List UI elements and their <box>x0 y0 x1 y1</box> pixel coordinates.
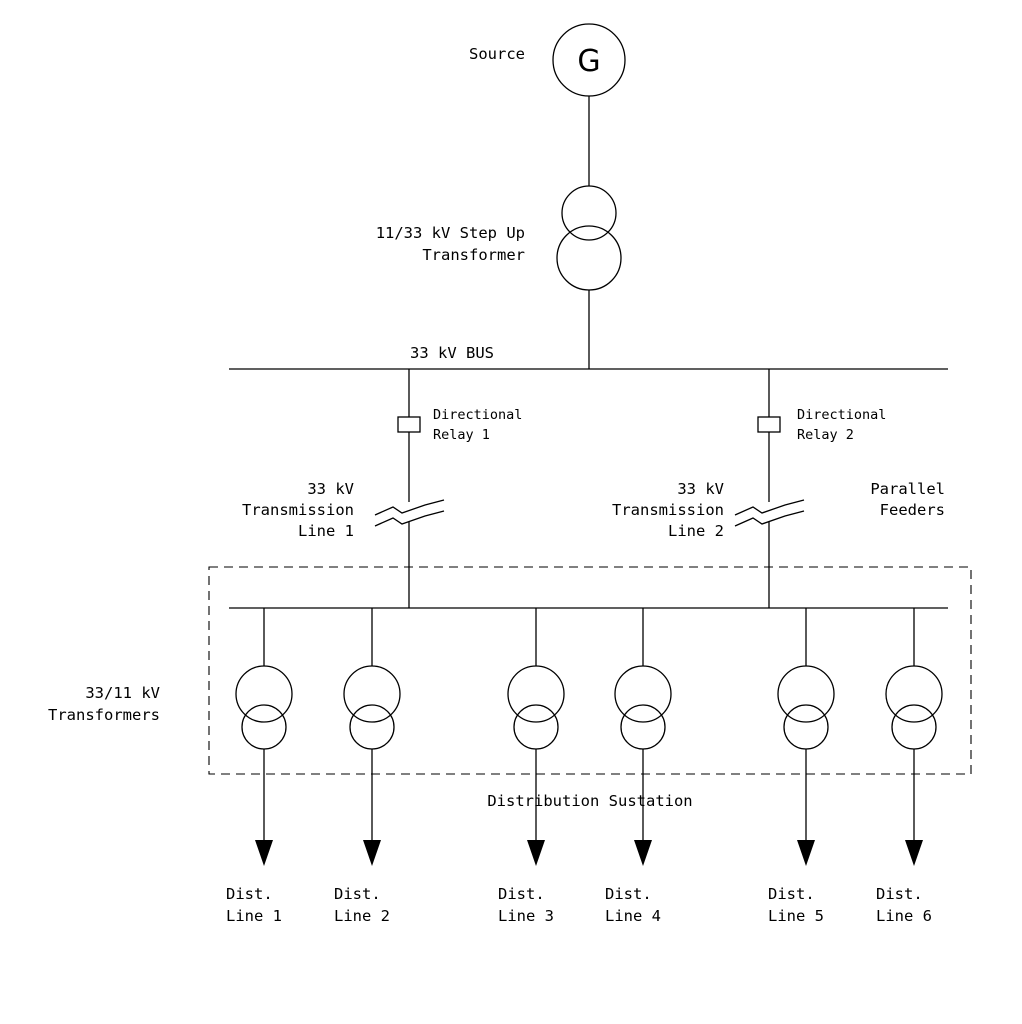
bus-label: 33 kV BUS <box>410 344 494 362</box>
step-up-transformer <box>556 185 622 291</box>
dist-line-1-label-line1: Dist. <box>226 885 273 903</box>
dist-line-2-label-line2: Line 2 <box>334 907 390 925</box>
distribution-branch-6: Dist. Line 6 <box>876 608 943 925</box>
distribution-branch-3: Dist. Line 3 <box>498 608 565 925</box>
dist-line-4-label-line1: Dist. <box>605 885 652 903</box>
dist-line-2-label-line1: Dist. <box>334 885 381 903</box>
parallel-feeders-label-line2: Feeders <box>880 501 945 519</box>
distribution-branch-4: Dist. Line 4 <box>605 608 672 925</box>
load-arrow-4-icon <box>634 840 652 866</box>
dist-line-1-label-line2: Line 1 <box>226 907 282 925</box>
generator-source: G <box>552 23 626 97</box>
dist-transformer-3-upper-winding <box>507 665 565 723</box>
dist-line-3-label-line1: Dist. <box>498 885 545 903</box>
dist-transformer-1-upper-winding <box>235 665 293 723</box>
relay-2-label-line1: Directional <box>797 407 886 423</box>
dist-transformer-2-upper-winding <box>343 665 401 723</box>
distribution-branch-1: Dist. Line 1 <box>226 608 293 925</box>
transmission-line-1-label-line2: Transmission <box>242 501 354 519</box>
transmission-line-1-label-line3: Line 1 <box>298 522 354 540</box>
relay-1-label-line2: Relay 1 <box>433 427 490 443</box>
load-arrow-6-icon <box>905 840 923 866</box>
load-arrow-5-icon <box>797 840 815 866</box>
step-up-transformer-label-line1: 11/33 kV Step Up <box>376 224 525 242</box>
step-up-transformer-label-line2: Transformer <box>422 246 525 264</box>
transmission-line-2-label-line2: Transmission <box>612 501 724 519</box>
source-label: Source <box>469 45 525 63</box>
transmission-line-2-symbol <box>734 499 805 527</box>
dist-transformer-5-upper-winding <box>777 665 835 723</box>
dist-line-6-label-line2: Line 6 <box>876 907 932 925</box>
dist-line-4-label-line2: Line 4 <box>605 907 661 925</box>
transmission-line-1-label-line1: 33 kV <box>307 480 354 498</box>
distribution-branch-5: Dist. Line 5 <box>768 608 835 925</box>
relay-2-symbol <box>757 416 781 433</box>
distribution-branches: Dist. Line 1 Dist. Line 2 Dist. Line 3 Dist. Li… <box>226 608 943 925</box>
dist-line-5-label-line1: Dist. <box>768 885 815 903</box>
dist-line-3-label-line2: Line 3 <box>498 907 554 925</box>
relay-1-label-line1: Directional <box>433 407 522 423</box>
generator-symbol: G <box>577 44 600 79</box>
load-arrow-1-icon <box>255 840 273 866</box>
dist-transformer-4-upper-winding <box>614 665 672 723</box>
substation-boundary <box>208 566 972 775</box>
dist-line-5-label-line2: Line 5 <box>768 907 824 925</box>
dist-transformer-6-upper-winding <box>885 665 943 723</box>
relay-2-label-line2: Relay 2 <box>797 427 854 443</box>
transmission-line-2-label-line3: Line 2 <box>668 522 724 540</box>
parallel-feeders-label-line1: Parallel <box>870 480 945 498</box>
relay-1-symbol <box>397 416 421 433</box>
load-arrow-3-icon <box>527 840 545 866</box>
distribution-branch-2: Dist. Line 2 <box>334 608 401 925</box>
substation-label: Distribution Sustation <box>487 792 692 810</box>
load-arrow-2-icon <box>363 840 381 866</box>
dist-line-6-label-line1: Dist. <box>876 885 923 903</box>
distribution-transformers-label-line2: Transformers <box>48 706 160 724</box>
transmission-line-1-symbol <box>374 499 445 527</box>
transmission-line-2-label-line1: 33 kV <box>677 480 724 498</box>
distribution-transformers-label-line1: 33/11 kV <box>85 684 160 702</box>
